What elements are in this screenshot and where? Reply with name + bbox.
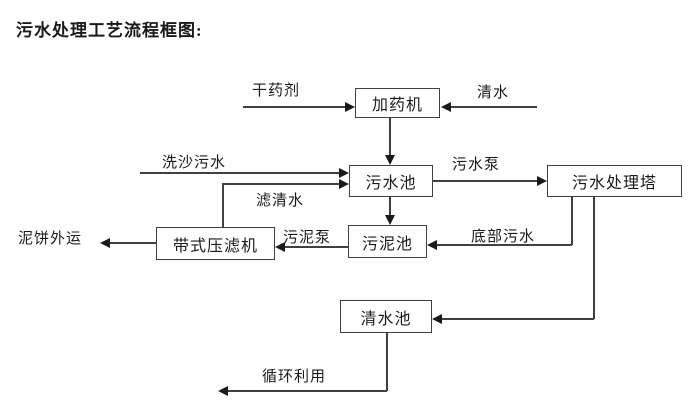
connector-recycle-line xyxy=(228,390,387,392)
edge-label-bottom-sewage: 底部污水 xyxy=(471,229,536,245)
arrowhead-down-icon xyxy=(385,155,395,165)
connector-tower-to-clear-vline xyxy=(593,197,595,319)
arrowhead-down-icon xyxy=(385,215,395,225)
edge-label-sewage-pump: 污水泵 xyxy=(452,157,501,173)
connector-sludge-pump-line xyxy=(285,246,348,248)
arrowhead-left-icon xyxy=(441,102,451,112)
node-belt-filter-press: 带式压滤机 xyxy=(156,227,275,260)
edge-label-clean-water: 清水 xyxy=(477,85,510,101)
edge-label-filtered-water: 滤清水 xyxy=(256,193,305,209)
arrowhead-left-icon xyxy=(427,240,437,250)
node-clear-water-pool: 清水池 xyxy=(340,300,432,333)
page-title: 污水处理工艺流程框图: xyxy=(16,21,203,40)
arrowhead-right-icon xyxy=(339,168,349,178)
edge-label-mud-cake-out: 泥饼外运 xyxy=(18,231,83,247)
connector-clean-water-line xyxy=(451,106,537,108)
connector-tower-to-clear-line xyxy=(442,318,594,320)
arrowhead-right-icon xyxy=(345,102,355,112)
connector-filtered-water-vline xyxy=(222,183,224,227)
arrowhead-left-icon xyxy=(432,314,442,324)
connector-mud-cake-line xyxy=(110,242,156,244)
arrowhead-left-icon xyxy=(100,238,110,248)
arrowhead-left-icon xyxy=(218,386,228,396)
edge-label-dry-agent: 干药剂 xyxy=(252,83,301,99)
connector-filtered-water-line xyxy=(222,183,339,185)
edge-label-sand-washing-sewage: 洗沙污水 xyxy=(162,155,227,171)
node-sludge-pool: 污泥池 xyxy=(348,225,427,258)
arrowhead-left-icon xyxy=(275,242,285,252)
edge-label-recycle-use: 循环利用 xyxy=(262,369,327,385)
edge-label-sludge-pump: 污泥泵 xyxy=(283,230,332,246)
connector-sewage-pump-line xyxy=(433,180,537,182)
connector-dry-agent-line xyxy=(243,106,345,108)
connector-dosing-to-sewage-line xyxy=(389,118,391,156)
connector-recycle-vline xyxy=(386,333,388,391)
arrowhead-right-icon xyxy=(339,179,349,189)
node-sewage-pool: 污水池 xyxy=(349,165,433,197)
connector-sewage-to-sludge-line xyxy=(389,197,391,216)
node-treatment-tower: 污水处理塔 xyxy=(547,165,682,197)
connector-sand-wash-line xyxy=(140,172,339,174)
connector-bottom-sewage-line xyxy=(437,244,572,246)
node-dosing-machine: 加药机 xyxy=(355,88,440,118)
connector-bottom-sewage-vline xyxy=(571,197,573,245)
arrowhead-right-icon xyxy=(537,176,547,186)
